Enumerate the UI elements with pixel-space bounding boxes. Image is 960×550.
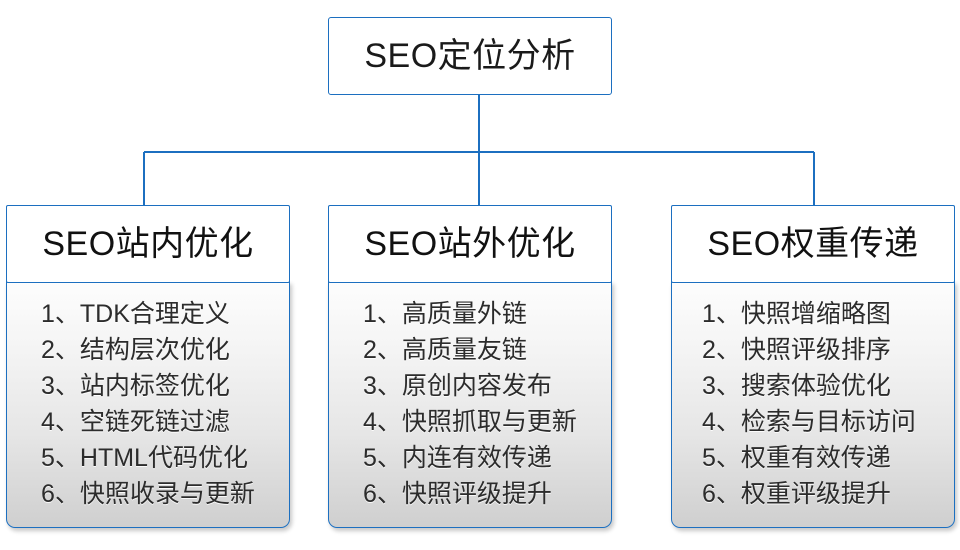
list-item: 2、快照评级排序 [702,336,891,365]
column-group-seo-offsite: SEO站外优化 1、高质量外链 2、高质量友链 3、原创内容发布 4、快照抓取与… [328,205,612,529]
column-header-label: SEO权重传递 [707,225,919,263]
list-item: 6、权重评级提升 [702,480,891,509]
column-header-seo-weight[interactable]: SEO权重传递 [671,205,955,283]
list-item: 4、空链死链过滤 [41,408,230,437]
list-item: 1、TDK合理定义 [41,300,230,329]
list-item: 4、快照抓取与更新 [363,408,577,437]
root-node-label: SEO定位分析 [364,37,576,75]
list-item: 3、原创内容发布 [363,372,552,401]
column-header-seo-onsite[interactable]: SEO站内优化 [6,205,290,283]
column-header-label: SEO站内优化 [42,225,254,263]
root-node[interactable]: SEO定位分析 [328,17,612,95]
column-group-seo-onsite: SEO站内优化 1、TDK合理定义 2、结构层次优化 3、站内标签优化 4、空链… [6,205,290,529]
list-item: 3、搜索体验优化 [702,372,891,401]
list-item: 4、检索与目标访问 [702,408,916,437]
list-item: 5、HTML代码优化 [41,444,248,473]
column-body-seo-weight: 1、快照增缩略图 2、快照评级排序 3、搜索体验优化 4、检索与目标访问 5、权… [671,281,955,529]
list-item: 3、站内标签优化 [41,372,230,401]
column-body-seo-onsite: 1、TDK合理定义 2、结构层次优化 3、站内标签优化 4、空链死链过滤 5、H… [6,281,290,529]
column-header-seo-offsite[interactable]: SEO站外优化 [328,205,612,283]
list-item: 6、快照评级提升 [363,480,552,509]
column-header-label: SEO站外优化 [364,225,576,263]
list-item: 1、高质量外链 [363,300,527,329]
list-item: 6、快照收录与更新 [41,480,255,509]
column-item-list: 1、快照增缩略图 2、快照评级排序 3、搜索体验优化 4、检索与目标访问 5、权… [672,296,954,512]
list-item: 2、结构层次优化 [41,336,230,365]
list-item: 5、内连有效传递 [363,444,552,473]
list-item: 2、高质量友链 [363,336,527,365]
column-group-seo-weight: SEO权重传递 1、快照增缩略图 2、快照评级排序 3、搜索体验优化 4、检索与… [671,205,955,529]
column-body-seo-offsite: 1、高质量外链 2、高质量友链 3、原创内容发布 4、快照抓取与更新 5、内连有… [328,281,612,529]
list-item: 5、权重有效传递 [702,444,891,473]
list-item: 1、快照增缩略图 [702,300,891,329]
column-item-list: 1、TDK合理定义 2、结构层次优化 3、站内标签优化 4、空链死链过滤 5、H… [7,296,289,512]
column-item-list: 1、高质量外链 2、高质量友链 3、原创内容发布 4、快照抓取与更新 5、内连有… [329,296,611,512]
